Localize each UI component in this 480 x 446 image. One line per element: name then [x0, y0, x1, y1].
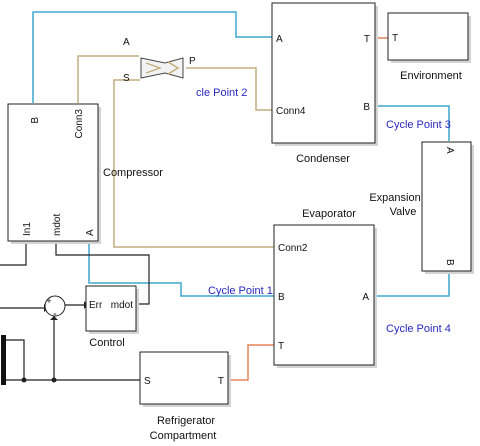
- refrigerator-port-s: S: [144, 376, 151, 387]
- sensor-block[interactable]: [140, 57, 184, 79]
- junction-dot: [51, 377, 57, 383]
- control-port-mdot: mdot: [111, 300, 133, 311]
- evaporator-port-a: A: [362, 292, 369, 303]
- control-block[interactable]: Err mdot: [85, 285, 139, 334]
- expansion-valve-label-line2: Valve: [390, 206, 417, 218]
- refrigerator-label-line1: Refrigerator: [157, 415, 215, 427]
- environment-label: Environment: [400, 70, 462, 82]
- mux-bar[interactable]: [1, 335, 6, 385]
- compressor-port-mdot: mdot: [52, 214, 63, 236]
- environment-port-t: T: [392, 33, 398, 44]
- evaporator-port-conn2: Conn2: [278, 243, 308, 254]
- arrow-into-sum-bottom: [50, 316, 58, 320]
- evaporator-label: Evaporator: [302, 208, 356, 220]
- evaporator-port-t: T: [278, 341, 284, 352]
- compressor-port-b: B: [30, 117, 41, 124]
- sensor-port-a: A: [123, 37, 130, 48]
- wire-condenser-b-to-valve-a[interactable]: [376, 105, 450, 141]
- sensor-port-p: P: [189, 56, 196, 67]
- expansion-valve-label-line1: Expansion: [369, 192, 420, 204]
- refrigerator-label-line2: Compartment: [150, 430, 217, 442]
- wire-control-mdot-to-compressor-mdot[interactable]: [55, 242, 150, 305]
- cycle-point-4-label: Cycle Point 4: [386, 323, 451, 335]
- expansion-valve-port-b: B: [444, 259, 455, 266]
- wire-refrigerator-t-to-evaporator-t[interactable]: [230, 344, 274, 381]
- cycle-point-1-label: Cycle Point 1: [208, 285, 273, 297]
- expansion-valve-block[interactable]: A B: [421, 141, 474, 274]
- wire-feedback-to-left-bus[interactable]: [4, 339, 25, 380]
- refrigerator-compartment-block[interactable]: S T: [139, 351, 231, 407]
- condenser-port-conn4: Conn4: [276, 106, 306, 117]
- condenser-block[interactable]: A T Conn4 B: [271, 2, 378, 146]
- condenser-label: Condenser: [296, 153, 350, 165]
- wire-sensor-p-to-condenser-conn4[interactable]: [186, 67, 274, 111]
- sensor-flow-icon: [167, 61, 180, 75]
- sum-minus-sign: -: [53, 308, 57, 320]
- environment-block[interactable]: T: [387, 12, 471, 63]
- expansion-valve-port-a: A: [444, 147, 455, 154]
- compressor-label: Compressor: [103, 167, 163, 179]
- cycle-point-3-label: Cycle Point 3: [386, 119, 451, 131]
- evaporator-port-b: B: [278, 292, 285, 303]
- condenser-port-a: A: [276, 34, 283, 45]
- compressor-port-conn3: Conn3: [74, 109, 85, 139]
- sensor-flow-icon: [145, 62, 163, 74]
- evaporator-block[interactable]: Conn2 B T A: [273, 224, 377, 368]
- wire-compressor-b-to-condenser-a[interactable]: [32, 11, 272, 103]
- compressor-port-a: A: [85, 229, 96, 236]
- sum-block[interactable]: + -: [44, 295, 66, 320]
- refrigerator-port-t: T: [218, 376, 224, 387]
- sum-plus-sign: +: [46, 296, 51, 306]
- compressor-block[interactable]: B Conn3 In1 mdot A: [7, 103, 101, 244]
- wire-sensor-a-to-compressor-conn3[interactable]: [77, 55, 139, 103]
- condenser-port-t: T: [364, 34, 370, 45]
- junction-dot: [21, 377, 27, 383]
- sensor-port-s: S: [123, 73, 130, 84]
- condenser-port-b: B: [363, 102, 370, 113]
- wire-valve-b-to-evaporator-a[interactable]: [376, 271, 450, 297]
- wire-compressor-in1[interactable]: [0, 242, 27, 266]
- control-label: Control: [89, 337, 124, 349]
- cycle-point-2-label: cle Point 2: [196, 87, 247, 99]
- wire-sensor-s-to-evaporator-conn2[interactable]: [113, 79, 274, 248]
- compressor-port-in1: In1: [22, 222, 33, 236]
- wire-compressor-a-to-evaporator-b[interactable]: [88, 240, 274, 297]
- control-port-err: Err: [89, 300, 103, 311]
